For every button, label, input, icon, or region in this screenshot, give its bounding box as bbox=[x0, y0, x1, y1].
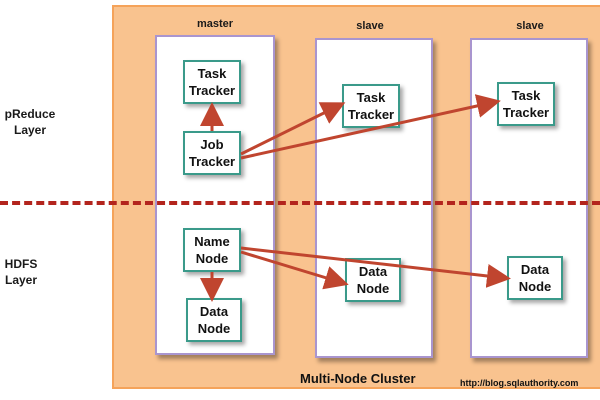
master-title: master bbox=[196, 18, 234, 30]
arrow-name-to-slave2-data bbox=[240, 246, 511, 288]
arrow-job-to-slave1-task bbox=[240, 102, 346, 156]
mapreduce-layer-label: pReduce Layer bbox=[4, 107, 56, 137]
slave-1-title: slave bbox=[356, 20, 384, 32]
slave-2-task-tracker: Task Tracker bbox=[497, 82, 555, 126]
slave-2-title: slave bbox=[516, 20, 544, 32]
slave-1-task-tracker: Task Tracker bbox=[342, 84, 400, 128]
arrow-name-to-slave1-data bbox=[240, 250, 349, 290]
layer-divider bbox=[0, 201, 600, 205]
name-node: Name Node bbox=[183, 228, 241, 272]
arrow-job-to-slave2-task bbox=[240, 94, 501, 160]
slave-2-data-node: Data Node bbox=[507, 256, 563, 300]
footer-url: http://blog.sqlauthority.com bbox=[460, 378, 579, 388]
hdfs-layer-label: HDFS Layer bbox=[4, 257, 38, 287]
cluster-title: Multi-Node Cluster bbox=[300, 371, 416, 386]
job-tracker: Job Tracker bbox=[183, 131, 241, 175]
